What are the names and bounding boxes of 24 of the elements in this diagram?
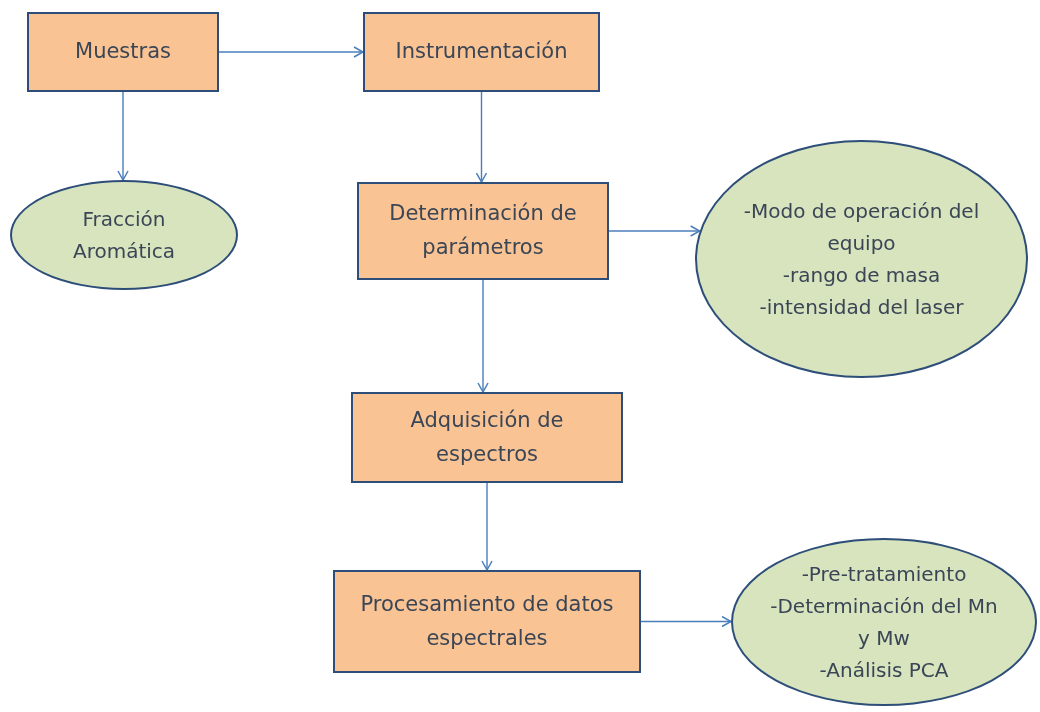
arrow (608, 225, 701, 237)
node-text: Fracción Aromática (71, 206, 177, 265)
node-text: -rango de masa (782, 262, 941, 289)
process-box (333, 570, 641, 673)
arrow (475, 91, 488, 183)
node-text: Adquisición de espectros (409, 406, 565, 468)
node-text: -Análisis PCA (819, 657, 949, 684)
node-text: -intensidad del laser (759, 294, 964, 321)
process-box (357, 182, 609, 280)
node-text: -Modo de operación del equipo (742, 198, 981, 257)
node-text: Muestras (75, 38, 171, 66)
arrow (218, 46, 364, 58)
process-box (363, 12, 600, 92)
process-box (351, 392, 623, 483)
arrow (481, 482, 493, 571)
process-box (27, 12, 219, 92)
node-text: Procesamiento de datos espectrales (359, 590, 615, 652)
arrow (640, 615, 732, 628)
node-text: -Pre-tratamiento (801, 561, 967, 588)
node-text: Instrumentación (395, 38, 568, 66)
arrow (477, 279, 489, 393)
arrow (117, 91, 129, 181)
node-text: Determinación de parámetros (388, 200, 578, 261)
node-text: -Determinación del Mn y Mw (769, 593, 999, 652)
